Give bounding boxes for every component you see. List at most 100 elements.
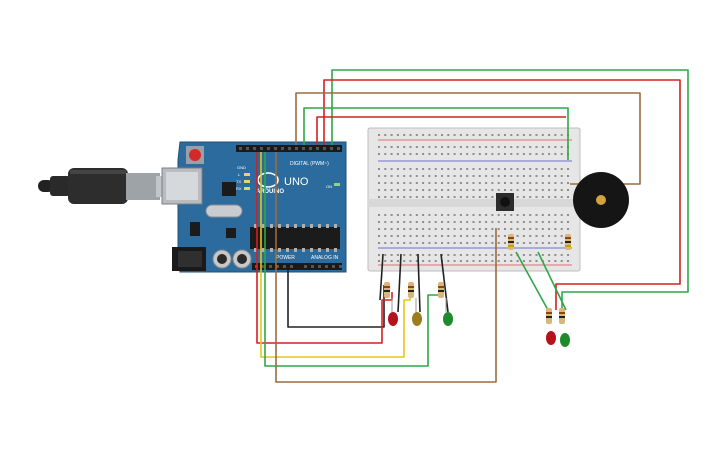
breadboard-hole[interactable] <box>560 196 563 198</box>
breadboard-hole[interactable] <box>554 153 557 155</box>
breadboard-hole[interactable] <box>548 153 551 155</box>
breadboard-hole[interactable] <box>522 189 525 191</box>
breadboard-hole[interactable] <box>378 189 380 191</box>
breadboard-hole[interactable] <box>459 182 462 184</box>
breadboard-hole[interactable] <box>548 168 551 170</box>
breadboard-hole[interactable] <box>396 175 399 177</box>
breadboard-hole[interactable] <box>434 153 437 155</box>
breadboard-hole[interactable] <box>541 214 544 216</box>
breadboard-hole[interactable] <box>548 189 551 191</box>
breadboard-hole[interactable] <box>516 214 519 216</box>
breadboard-hole[interactable] <box>447 242 450 244</box>
breadboard-hole[interactable] <box>560 214 563 216</box>
breadboard-hole[interactable] <box>447 189 450 191</box>
breadboard[interactable] <box>367 127 581 272</box>
led-resistor-red-right[interactable] <box>546 308 556 345</box>
breadboard-hole[interactable] <box>378 134 380 136</box>
breadboard-hole[interactable] <box>403 182 406 184</box>
breadboard-hole[interactable] <box>510 214 513 216</box>
breadboard-hole[interactable] <box>491 146 494 148</box>
breadboard-hole[interactable] <box>441 182 443 184</box>
breadboard-hole[interactable] <box>510 168 513 170</box>
breadboard-hole[interactable] <box>466 134 469 136</box>
breadboard-hole[interactable] <box>384 242 387 244</box>
breadboard-hole[interactable] <box>472 260 475 262</box>
breadboard-hole[interactable] <box>548 221 551 223</box>
breadboard-hole[interactable] <box>491 221 494 223</box>
breadboard-hole[interactable] <box>567 254 569 256</box>
breadboard-hole[interactable] <box>560 260 563 262</box>
breadboard-hole[interactable] <box>422 153 425 155</box>
breadboard-hole[interactable] <box>478 182 481 184</box>
breadboard-hole[interactable] <box>522 235 525 237</box>
breadboard-hole[interactable] <box>453 189 456 191</box>
reset-button-cap[interactable] <box>189 149 201 161</box>
breadboard-hole[interactable] <box>453 221 456 223</box>
breadboard-hole[interactable] <box>409 168 412 170</box>
breadboard-hole[interactable] <box>491 228 494 230</box>
breadboard-hole[interactable] <box>459 254 462 256</box>
breadboard-hole[interactable] <box>378 182 380 184</box>
breadboard-hole[interactable] <box>554 228 557 230</box>
breadboard-hole[interactable] <box>441 189 443 191</box>
breadboard-hole[interactable] <box>554 175 557 177</box>
led-red-1[interactable] <box>388 312 398 326</box>
breadboard-hole[interactable] <box>390 175 393 177</box>
breadboard-hole[interactable] <box>409 235 412 237</box>
led-yellow[interactable] <box>412 312 422 326</box>
breadboard-hole[interactable] <box>409 196 412 198</box>
breadboard-hole[interactable] <box>560 254 563 256</box>
breadboard-hole[interactable] <box>466 260 469 262</box>
breadboard-hole[interactable] <box>384 214 387 216</box>
breadboard-hole[interactable] <box>491 189 494 191</box>
breadboard-hole[interactable] <box>428 182 431 184</box>
breadboard-hole[interactable] <box>522 214 525 216</box>
breadboard-hole[interactable] <box>478 260 481 262</box>
breadboard-hole[interactable] <box>535 214 538 216</box>
breadboard-hole[interactable] <box>560 189 563 191</box>
breadboard-hole[interactable] <box>485 196 488 198</box>
breadboard-hole[interactable] <box>466 146 469 148</box>
breadboard-hole[interactable] <box>529 182 532 184</box>
breadboard-hole[interactable] <box>567 182 569 184</box>
breadboard-hole[interactable] <box>541 235 544 237</box>
breadboard-hole[interactable] <box>403 146 406 148</box>
breadboard-hole[interactable] <box>422 228 425 230</box>
breadboard-hole[interactable] <box>491 242 494 244</box>
breadboard-hole[interactable] <box>390 235 393 237</box>
breadboard-hole[interactable] <box>466 242 469 244</box>
breadboard-hole[interactable] <box>428 175 431 177</box>
breadboard-hole[interactable] <box>567 196 569 198</box>
breadboard-hole[interactable] <box>396 146 399 148</box>
breadboard-hole[interactable] <box>415 214 418 216</box>
led-resistor-green-right[interactable] <box>559 308 570 347</box>
breadboard-hole[interactable] <box>453 228 456 230</box>
breadboard-hole[interactable] <box>409 182 412 184</box>
breadboard-hole[interactable] <box>384 134 387 136</box>
led-resistor-red[interactable] <box>384 282 398 326</box>
breadboard-hole[interactable] <box>466 153 469 155</box>
breadboard-hole[interactable] <box>516 168 519 170</box>
breadboard-hole[interactable] <box>441 214 443 216</box>
breadboard-hole[interactable] <box>504 175 506 177</box>
breadboard-hole[interactable] <box>453 134 456 136</box>
breadboard-hole[interactable] <box>390 168 393 170</box>
breadboard-hole[interactable] <box>535 134 538 136</box>
breadboard-hole[interactable] <box>516 260 519 262</box>
breadboard-hole[interactable] <box>472 196 475 198</box>
breadboard-hole[interactable] <box>415 221 418 223</box>
breadboard-hole[interactable] <box>441 175 443 177</box>
resistor-left[interactable] <box>508 234 514 250</box>
breadboard-hole[interactable] <box>453 153 456 155</box>
breadboard-hole[interactable] <box>447 134 450 136</box>
breadboard-hole[interactable] <box>554 254 557 256</box>
breadboard-hole[interactable] <box>453 182 456 184</box>
breadboard-hole[interactable] <box>409 254 412 256</box>
breadboard-hole[interactable] <box>560 153 563 155</box>
breadboard-hole[interactable] <box>384 175 387 177</box>
breadboard-hole[interactable] <box>453 242 456 244</box>
breadboard-hole[interactable] <box>522 175 525 177</box>
breadboard-hole[interactable] <box>396 242 399 244</box>
breadboard-hole[interactable] <box>567 168 569 170</box>
breadboard-hole[interactable] <box>390 153 393 155</box>
